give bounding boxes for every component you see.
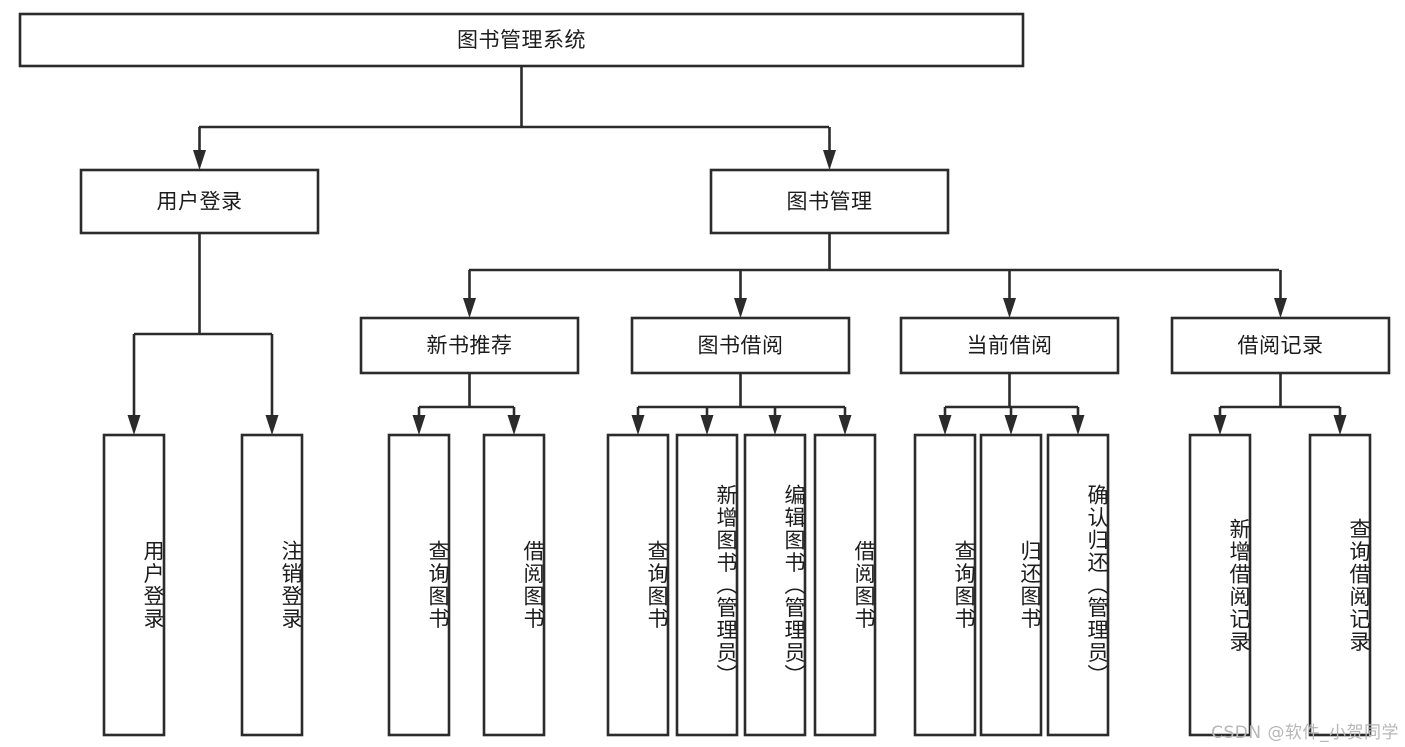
arrow-head-icon — [507, 415, 521, 435]
level2-node-0[interactable]: 新书推荐 — [359, 316, 580, 375]
arrow-head-icon — [265, 415, 279, 435]
node-rect — [1046, 433, 1110, 737]
watermark-text: CSDN @软件_小贺同学 — [1211, 723, 1399, 743]
node-rect — [675, 433, 739, 737]
node-rect — [18, 12, 1025, 68]
node-rect — [709, 168, 950, 235]
arrow-head-icon — [1004, 415, 1018, 435]
arrow-head-icon — [193, 150, 206, 170]
node-label: 用户登录 — [157, 190, 243, 214]
leaf-node-3[interactable] — [482, 433, 546, 737]
node-label: 图书管理 — [787, 190, 873, 214]
root-node-图书管理系统[interactable]: 图书管理系统 — [18, 12, 1025, 68]
leaf-node-10[interactable] — [1046, 433, 1110, 737]
node-rect — [387, 433, 451, 737]
arrow-head-icon — [127, 415, 141, 435]
node-rect — [899, 316, 1120, 375]
node-label: 图书借阅 — [698, 334, 784, 358]
leaf-node-0[interactable] — [102, 433, 166, 737]
node-rect — [1308, 433, 1372, 737]
arrow-head-icon — [1274, 298, 1287, 318]
node-label: 图书管理系统 — [457, 28, 586, 52]
arrow-head-icon — [700, 415, 714, 435]
leaf-node-9[interactable] — [979, 433, 1043, 737]
node-rect — [240, 433, 304, 737]
leaf-node-2[interactable] — [387, 433, 451, 737]
leaf-node-12[interactable] — [1308, 433, 1372, 737]
node-label: 新书推荐 — [427, 334, 513, 358]
node-rect — [743, 433, 807, 737]
leaf-node-8[interactable] — [913, 433, 977, 737]
arrow-head-icon — [1071, 415, 1085, 435]
leaf-node-7[interactable] — [813, 433, 877, 737]
level2-node-1[interactable]: 图书借阅 — [630, 316, 851, 375]
node-rect — [79, 168, 320, 235]
node-rect — [813, 433, 877, 737]
node-label: 借阅记录 — [1238, 334, 1324, 358]
leaf-node-11[interactable] — [1188, 433, 1252, 737]
arrow-head-icon — [1003, 298, 1016, 318]
connector-layer — [127, 66, 1347, 435]
arrow-head-icon — [1213, 415, 1227, 435]
arrow-head-icon — [631, 415, 645, 435]
arrow-head-icon — [734, 298, 747, 318]
level2-node-3[interactable]: 借阅记录 — [1170, 316, 1391, 375]
node-rect — [979, 433, 1043, 737]
node-rect — [630, 316, 851, 375]
leaf-node-4[interactable] — [606, 433, 670, 737]
arrow-head-icon — [838, 415, 852, 435]
node-rect — [482, 433, 546, 737]
node-rect — [1170, 316, 1391, 375]
node-label: 当前借阅 — [967, 334, 1053, 358]
leaf-node-1[interactable] — [240, 433, 304, 737]
arrow-head-icon — [823, 150, 836, 170]
arrow-head-icon — [938, 415, 952, 435]
node-rect — [606, 433, 670, 737]
node-rect — [102, 433, 166, 737]
level1-node-1[interactable]: 图书管理 — [709, 168, 950, 235]
arrow-head-icon — [412, 415, 426, 435]
leaf-node-6[interactable] — [743, 433, 807, 737]
level1-node-0[interactable]: 用户登录 — [79, 168, 320, 235]
node-rect — [913, 433, 977, 737]
leaf-node-5[interactable] — [675, 433, 739, 737]
arrow-head-icon — [463, 298, 476, 318]
arrow-head-icon — [1333, 415, 1347, 435]
arrow-head-icon — [768, 415, 782, 435]
level2-node-2[interactable]: 当前借阅 — [899, 316, 1120, 375]
node-rect — [359, 316, 580, 375]
node-rect — [1188, 433, 1252, 737]
